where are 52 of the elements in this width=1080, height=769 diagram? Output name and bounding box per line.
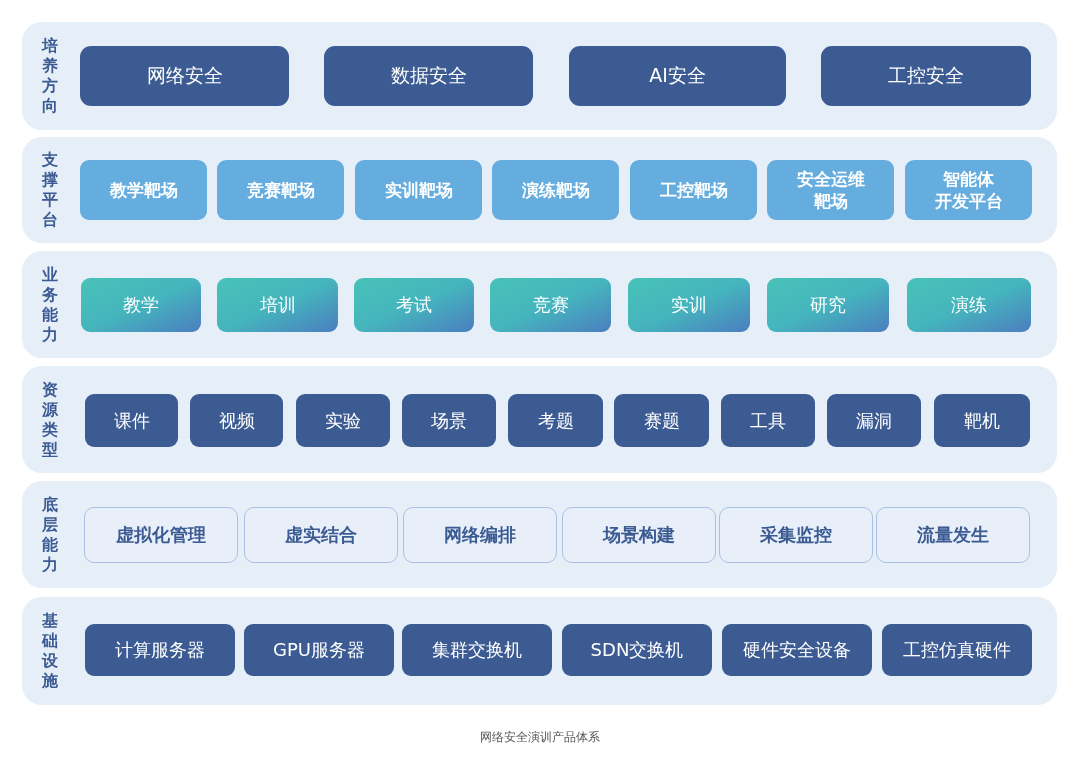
layer-heading: 基础设施	[42, 611, 58, 691]
service-box: 教学	[81, 278, 201, 332]
resource-box: 视频	[190, 394, 283, 447]
layer-heading: 支撑平台	[42, 150, 58, 230]
layer-heading: 业务能力	[42, 264, 58, 345]
hardware-box: 硬件安全设备	[722, 624, 872, 676]
resource-box: 实验	[296, 394, 390, 447]
layer-band	[22, 22, 1057, 130]
caption: 网络安全演训产品体系	[480, 729, 600, 746]
service-box: 演练	[907, 278, 1031, 332]
service-box: 研究	[767, 278, 889, 332]
resource-box: 课件	[85, 394, 178, 447]
layer-band	[22, 481, 1057, 588]
platform-box: 教学靶场	[80, 160, 207, 220]
platform-box: 竞赛靶场	[217, 160, 344, 220]
outlined-box: 流量发生	[876, 507, 1030, 563]
layer-band	[22, 137, 1057, 243]
resource-box: 场景	[402, 394, 496, 447]
outlined-box: 虚实结合	[244, 507, 398, 563]
direction-box: 网络安全	[80, 46, 289, 106]
resource-box: 赛题	[614, 394, 709, 447]
layer-heading: 培养方向	[42, 36, 58, 116]
hardware-box: 工控仿真硬件	[882, 624, 1032, 676]
platform-box: 智能体开发平台	[905, 160, 1032, 220]
platform-box: 工控靶场	[630, 160, 757, 220]
layer-band	[22, 251, 1057, 358]
outlined-box: 采集监控	[719, 507, 873, 563]
service-box: 实训	[628, 278, 750, 332]
resource-box: 靶机	[934, 394, 1030, 447]
outlined-box: 网络编排	[403, 507, 557, 563]
service-box: 培训	[217, 278, 338, 332]
layer-band	[22, 597, 1057, 705]
outlined-box: 虚拟化管理	[84, 507, 238, 563]
layer-band	[22, 366, 1057, 473]
direction-box: 工控安全	[821, 46, 1031, 106]
platform-box: 实训靶场	[355, 160, 482, 220]
service-box: 考试	[354, 278, 474, 332]
platform-box: 演练靶场	[492, 160, 619, 220]
direction-box: 数据安全	[324, 46, 533, 106]
hardware-box: 计算服务器	[85, 624, 235, 676]
resource-box: 工具	[721, 394, 815, 447]
service-box: 竞赛	[490, 278, 611, 332]
direction-box: AI安全	[569, 46, 786, 106]
outlined-box: 场景构建	[562, 507, 716, 563]
resource-box: 考题	[508, 394, 603, 447]
layer-heading: 底层能力	[42, 494, 58, 575]
hardware-box: GPU服务器	[244, 624, 394, 676]
resource-box: 漏洞	[827, 394, 921, 447]
platform-box: 安全运维靶场	[767, 160, 894, 220]
hardware-box: SDN交换机	[562, 624, 712, 676]
hardware-box: 集群交换机	[402, 624, 552, 676]
layer-heading: 资源类型	[42, 379, 58, 460]
